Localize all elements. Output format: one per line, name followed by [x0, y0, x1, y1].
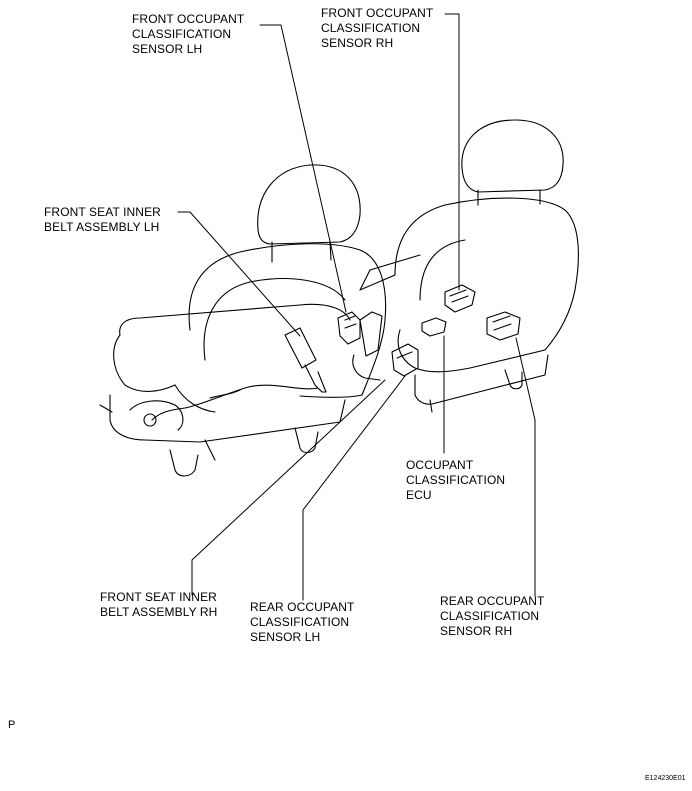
leader-lines [177, 13, 536, 601]
label-line: SENSOR LH [250, 630, 321, 644]
label-front-belt-rh: FRONT SEAT INNER BELT ASSEMBLY RH [100, 590, 217, 620]
label-line: FRONT SEAT INNER [44, 205, 161, 219]
label-rear-sensor-rh: REAR OCCUPANT CLASSIFICATION SENSOR RH [440, 594, 544, 639]
label-line: FRONT SEAT INNER [100, 590, 217, 604]
label-line: CLASSIFICATION [250, 615, 350, 629]
right-seat [359, 119, 579, 413]
label-line: REAR OCCUPANT [250, 600, 355, 614]
label-rear-sensor-lh: REAR OCCUPANT CLASSIFICATION SENSOR LH [250, 600, 354, 645]
label-front-sensor-lh: FRONT OCCUPANT CLASSIFICATION SENSOR LH [132, 12, 244, 57]
label-line: CLASSIFICATION [440, 609, 540, 623]
label-line: BELT ASSEMBLY RH [100, 605, 218, 619]
label-line: SENSOR RH [321, 36, 394, 50]
label-line: OCCUPANT [406, 458, 474, 472]
label-line: SENSOR LH [132, 42, 203, 56]
label-front-sensor-rh: FRONT OCCUPANT CLASSIFICATION SENSOR RH [321, 6, 433, 51]
label-line: FRONT OCCUPANT [321, 6, 434, 20]
label-line: SENSOR RH [440, 624, 513, 638]
label-front-belt-lh: FRONT SEAT INNER BELT ASSEMBLY LH [44, 205, 161, 235]
label-line: FRONT OCCUPANT [132, 12, 245, 26]
label-line: CLASSIFICATION [132, 27, 232, 41]
label-ecu: OCCUPANT CLASSIFICATION ECU [406, 458, 505, 503]
label-line: CLASSIFICATION [321, 21, 421, 35]
label-line: REAR OCCUPANT [440, 594, 545, 608]
label-line: ECU [406, 488, 432, 502]
corner-marker: P [8, 719, 16, 731]
figure-code: E124230E01 [645, 775, 686, 782]
label-line: CLASSIFICATION [406, 473, 506, 487]
label-line: BELT ASSEMBLY LH [44, 220, 160, 234]
